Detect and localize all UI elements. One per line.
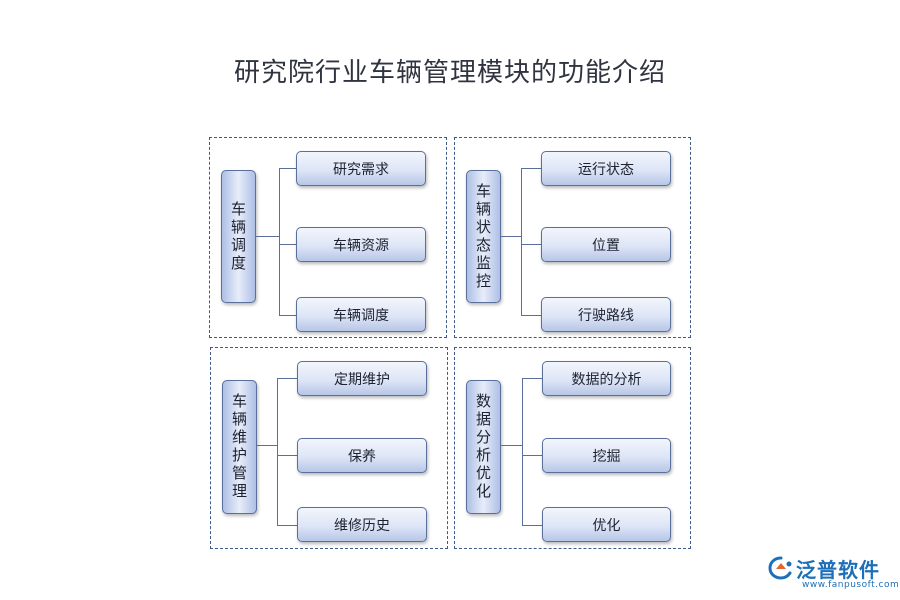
module-item: 数据的分析 [542,361,671,396]
module-item: 定期维护 [297,361,427,396]
module-item: 车辆调度 [296,297,426,332]
module-panel-vehicle-dispatch: 车辆调度 研究需求 车辆资源 车辆调度 [209,137,447,338]
module-item: 位置 [541,227,671,262]
connector-line [277,525,297,526]
connector-line [522,378,523,525]
module-label: 车辆调度 [229,200,247,273]
module-panel-data-analysis-optimization: 数据分析优化 数据的分析 挖掘 优化 [454,347,691,549]
connector-line [521,315,541,316]
module-box-vehicle-status-monitoring: 车辆状态监控 [466,170,501,303]
connector-line [521,168,541,169]
connector-line [277,378,278,525]
module-item: 运行状态 [541,151,671,186]
module-box-vehicle-maintenance: 车辆维护管理 [222,380,257,514]
module-box-vehicle-dispatch: 车辆调度 [221,170,256,303]
brand-name: 泛普软件 [796,558,880,582]
module-label: 数据分析优化 [474,393,492,501]
brand-url: www.fanpusoft.com [802,580,900,590]
connector-line [521,244,541,245]
brand-logo: 泛普软件 www.fanpusoft.com [768,554,899,596]
module-panel-vehicle-maintenance: 车辆维护管理 定期维护 保养 维修历史 [210,347,448,549]
connector-line [279,315,296,316]
connector-line [522,525,542,526]
connector-line [501,445,522,446]
connector-line [279,168,280,315]
connector-line [279,168,296,169]
module-item: 挖掘 [542,438,671,473]
connector-line [257,445,277,446]
module-item: 维修历史 [297,507,427,542]
module-label: 车辆维护管理 [230,393,248,501]
diagram-title: 研究院行业车辆管理模块的功能介绍 [233,58,666,88]
connector-line [277,455,297,456]
connector-line [522,455,542,456]
module-label: 车辆状态监控 [474,182,492,291]
connector-line [279,244,296,245]
connector-line [522,378,542,379]
module-item: 优化 [542,507,671,542]
brand-logo-icon [768,556,792,580]
connector-line [277,378,297,379]
module-item: 车辆资源 [296,227,426,262]
module-item: 研究需求 [296,151,426,186]
connector-line [501,236,521,237]
module-box-data-analysis-optimization: 数据分析优化 [466,380,501,514]
module-item: 保养 [297,438,427,473]
module-item: 行驶路线 [541,297,671,332]
connector-line [521,168,522,315]
module-panel-vehicle-status-monitoring: 车辆状态监控 运行状态 位置 行驶路线 [454,137,691,338]
connector-line [256,236,279,237]
